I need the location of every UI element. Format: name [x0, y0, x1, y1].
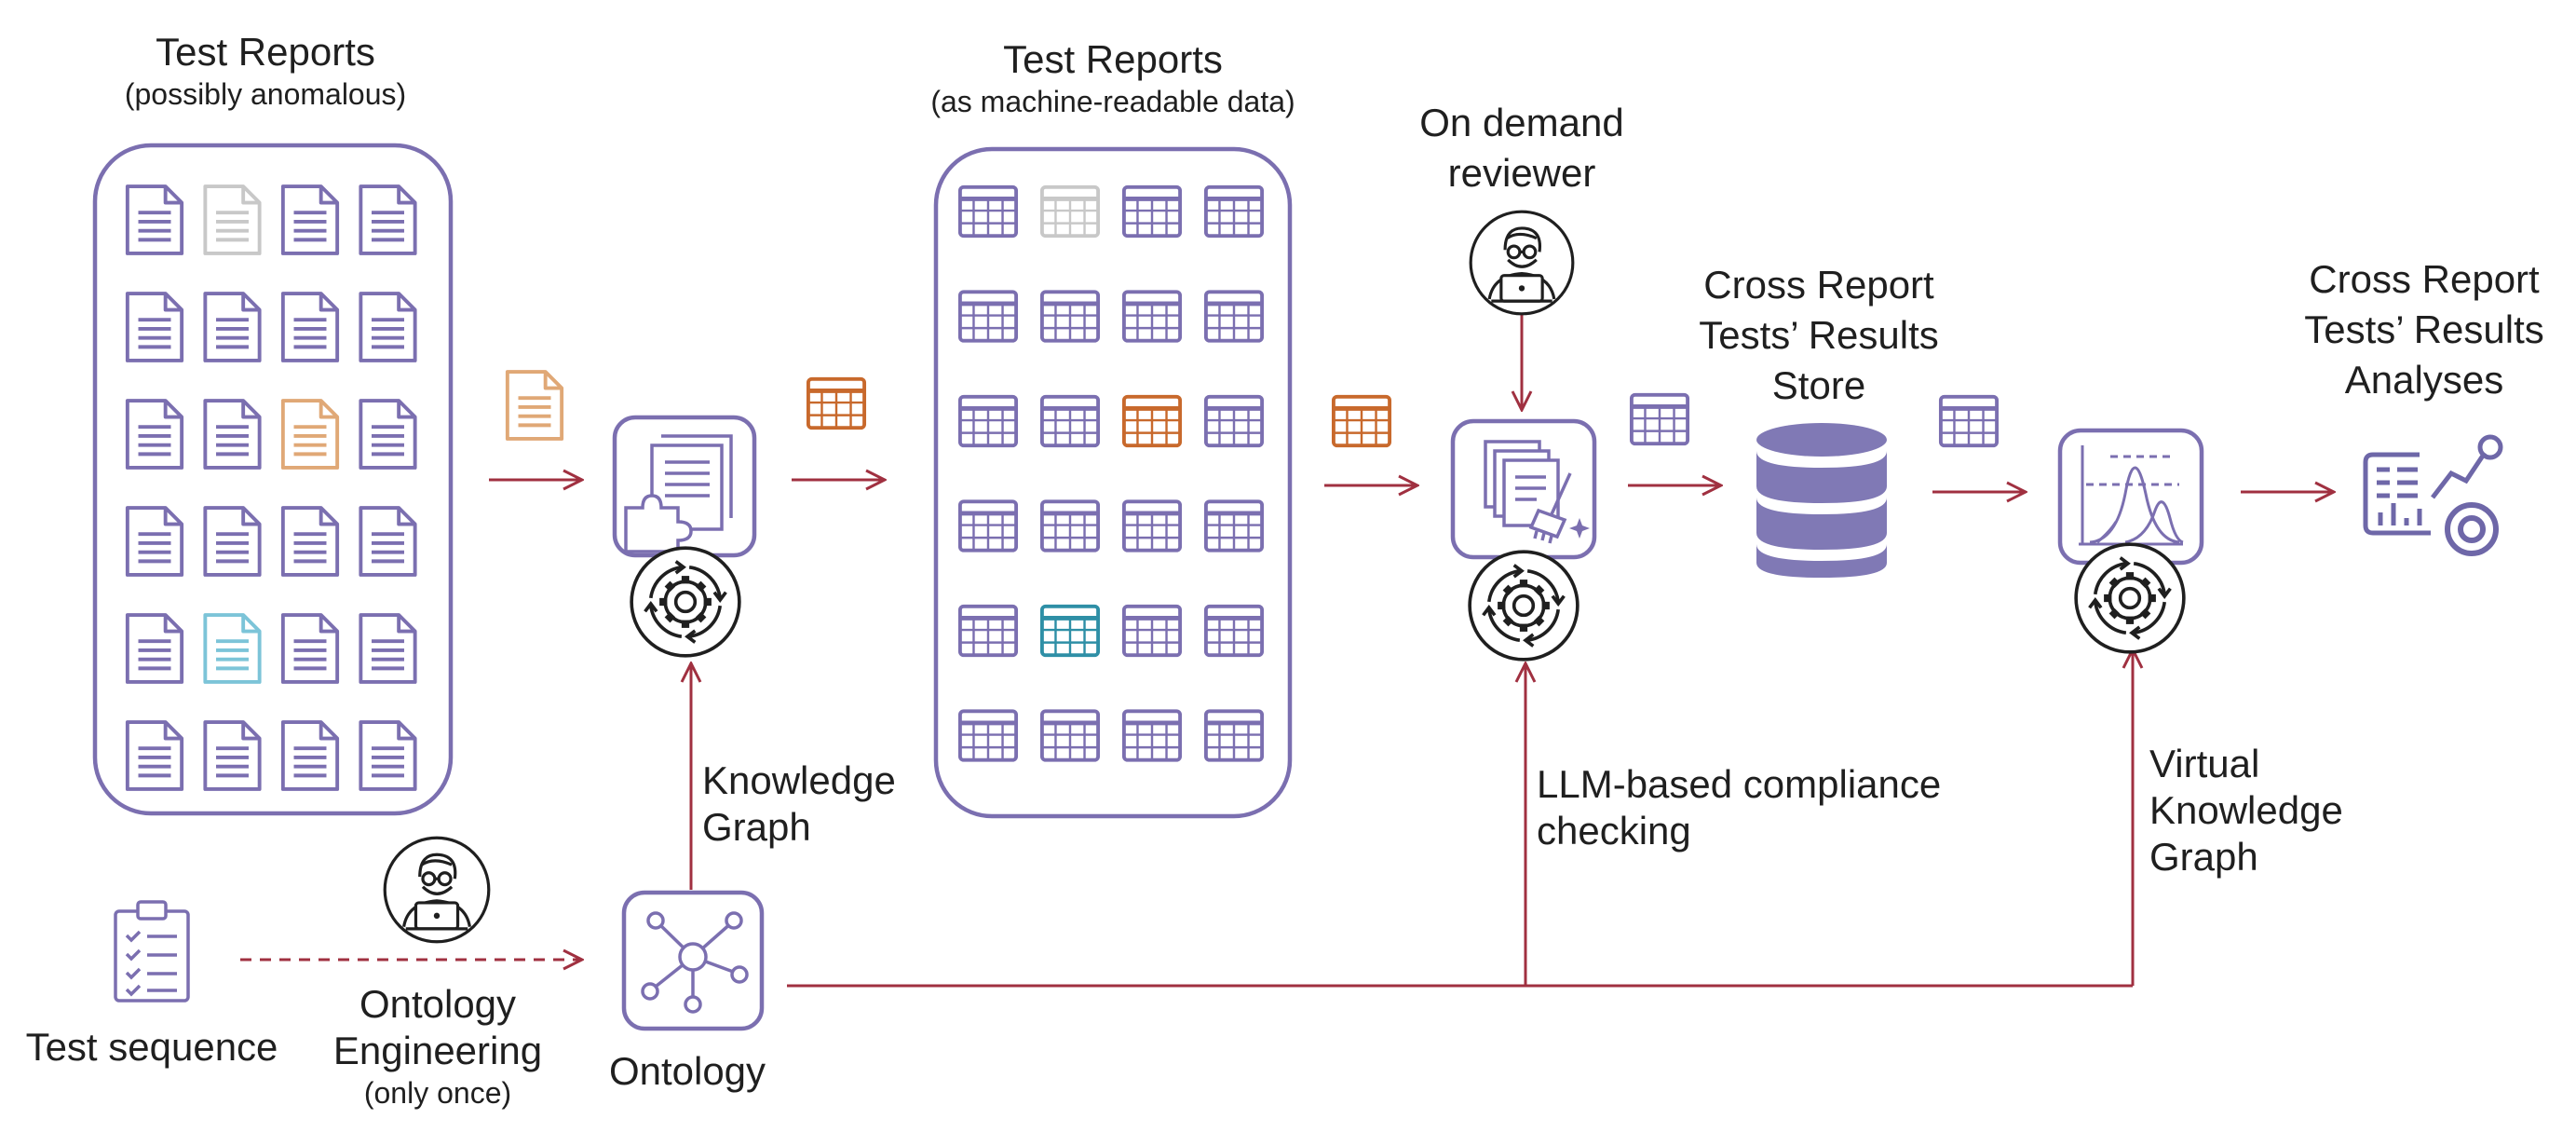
reviewer-person-icon	[383, 836, 491, 944]
store-label-line2: Tests’ Results	[1699, 313, 1939, 357]
distribution-chart-icon	[2079, 445, 2184, 546]
analytics-dashboard-icon	[2363, 434, 2503, 556]
document-icon	[125, 184, 184, 255]
ontology-engineering-line3: (only once)	[364, 1076, 511, 1110]
analyses-label-line1: Cross Report	[2309, 257, 2540, 301]
document-icon	[359, 506, 417, 577]
table-icon	[960, 607, 1016, 655]
knowledge-graph-label-line1: Knowledge	[702, 758, 896, 802]
knowledge-graph-label-line2: Graph	[702, 805, 811, 849]
table-icon	[1941, 397, 1997, 445]
table-icon	[808, 379, 864, 428]
table-icon	[1334, 397, 1390, 445]
test-sequence-label: Test sequence	[26, 1025, 278, 1069]
clipboard-checklist-icon	[114, 900, 190, 1003]
clean-documents-icon	[1484, 440, 1590, 544]
table-icon	[960, 501, 1016, 550]
table-icon	[1042, 187, 1098, 236]
document-icon	[280, 506, 340, 577]
document-icon	[280, 292, 340, 362]
virtual-kg-label-line3: Graph	[2149, 835, 2258, 879]
database-icon	[1756, 423, 1887, 578]
llm-compliance-label-line1: LLM-based compliance	[1537, 762, 1941, 806]
table-icon	[1042, 292, 1098, 340]
table-icon	[1206, 607, 1262, 655]
reviewer-person-icon	[1469, 210, 1575, 316]
gear-cycle-icon	[2074, 542, 2186, 654]
table-icon	[1042, 607, 1098, 655]
document-icon	[125, 613, 184, 684]
document-icon	[359, 292, 417, 362]
llm-compliance-label-line2: checking	[1537, 809, 1691, 853]
table-icon	[1042, 711, 1098, 759]
reports-subtitle: (possibly anomalous)	[125, 77, 406, 111]
table-icon	[960, 292, 1016, 340]
document-icon	[203, 506, 262, 577]
mr-reports-title: Test Reports	[1003, 37, 1223, 81]
table-icon	[1042, 501, 1098, 550]
table-icon	[1124, 187, 1180, 236]
table-icon	[1124, 292, 1180, 340]
table-icon	[1206, 187, 1262, 236]
table-icon	[1632, 395, 1688, 443]
network-graph-icon	[641, 911, 749, 1014]
document-icon	[125, 399, 184, 470]
table-icon	[1042, 397, 1098, 445]
table-icon	[1124, 711, 1180, 759]
analyses-label-line3: Analyses	[2345, 358, 2503, 402]
reviewer-label-line2: reviewer	[1448, 151, 1596, 195]
table-icon	[960, 711, 1016, 759]
gear-cycle-icon	[1468, 550, 1579, 662]
mr-reports-subtitle: (as machine-readable data)	[930, 85, 1295, 118]
reports-container	[92, 143, 454, 816]
document-icon	[203, 399, 262, 470]
document-icon	[359, 399, 417, 470]
document-icon	[203, 184, 262, 255]
ontology-label: Ontology	[609, 1049, 766, 1093]
document-icon	[125, 506, 184, 577]
reports-title: Test Reports	[156, 30, 375, 74]
document-icon	[203, 720, 262, 791]
mr-reports-container	[933, 146, 1293, 819]
table-icon	[1124, 607, 1180, 655]
analyses-label-line2: Tests’ Results	[2304, 307, 2544, 351]
document-icon	[280, 613, 340, 684]
ontology-engineering-line2: Engineering	[333, 1029, 542, 1072]
document-icon	[203, 292, 262, 362]
table-icon	[1206, 711, 1262, 759]
document-icon	[359, 184, 417, 255]
virtual-kg-label-line2: Knowledge	[2149, 788, 2343, 832]
store-label-line3: Store	[1772, 363, 1865, 407]
table-grid	[960, 187, 1262, 760]
table-icon	[1206, 292, 1262, 340]
document-icon	[359, 613, 417, 684]
table-icon	[1206, 397, 1262, 445]
document-icon	[125, 292, 184, 362]
document-grid	[125, 184, 417, 791]
table-icon	[1124, 501, 1180, 550]
document-icon	[359, 720, 417, 791]
document-icon	[203, 613, 262, 684]
document-icon	[505, 370, 564, 441]
table-icon	[1124, 397, 1180, 445]
puzzle-document-icon	[624, 434, 733, 553]
reviewer-label-line1: On demand	[1419, 101, 1623, 144]
document-icon	[280, 720, 340, 791]
ontology-engineering-line1: Ontology	[359, 982, 516, 1026]
virtual-kg-label-line1: Virtual	[2149, 742, 2259, 785]
store-label-line1: Cross Report	[1703, 263, 1934, 307]
document-icon	[125, 720, 184, 791]
table-icon	[1206, 501, 1262, 550]
table-icon	[960, 187, 1016, 236]
gear-cycle-icon	[630, 546, 741, 658]
table-icon	[960, 397, 1016, 445]
document-icon	[280, 399, 340, 470]
document-icon	[280, 184, 340, 255]
